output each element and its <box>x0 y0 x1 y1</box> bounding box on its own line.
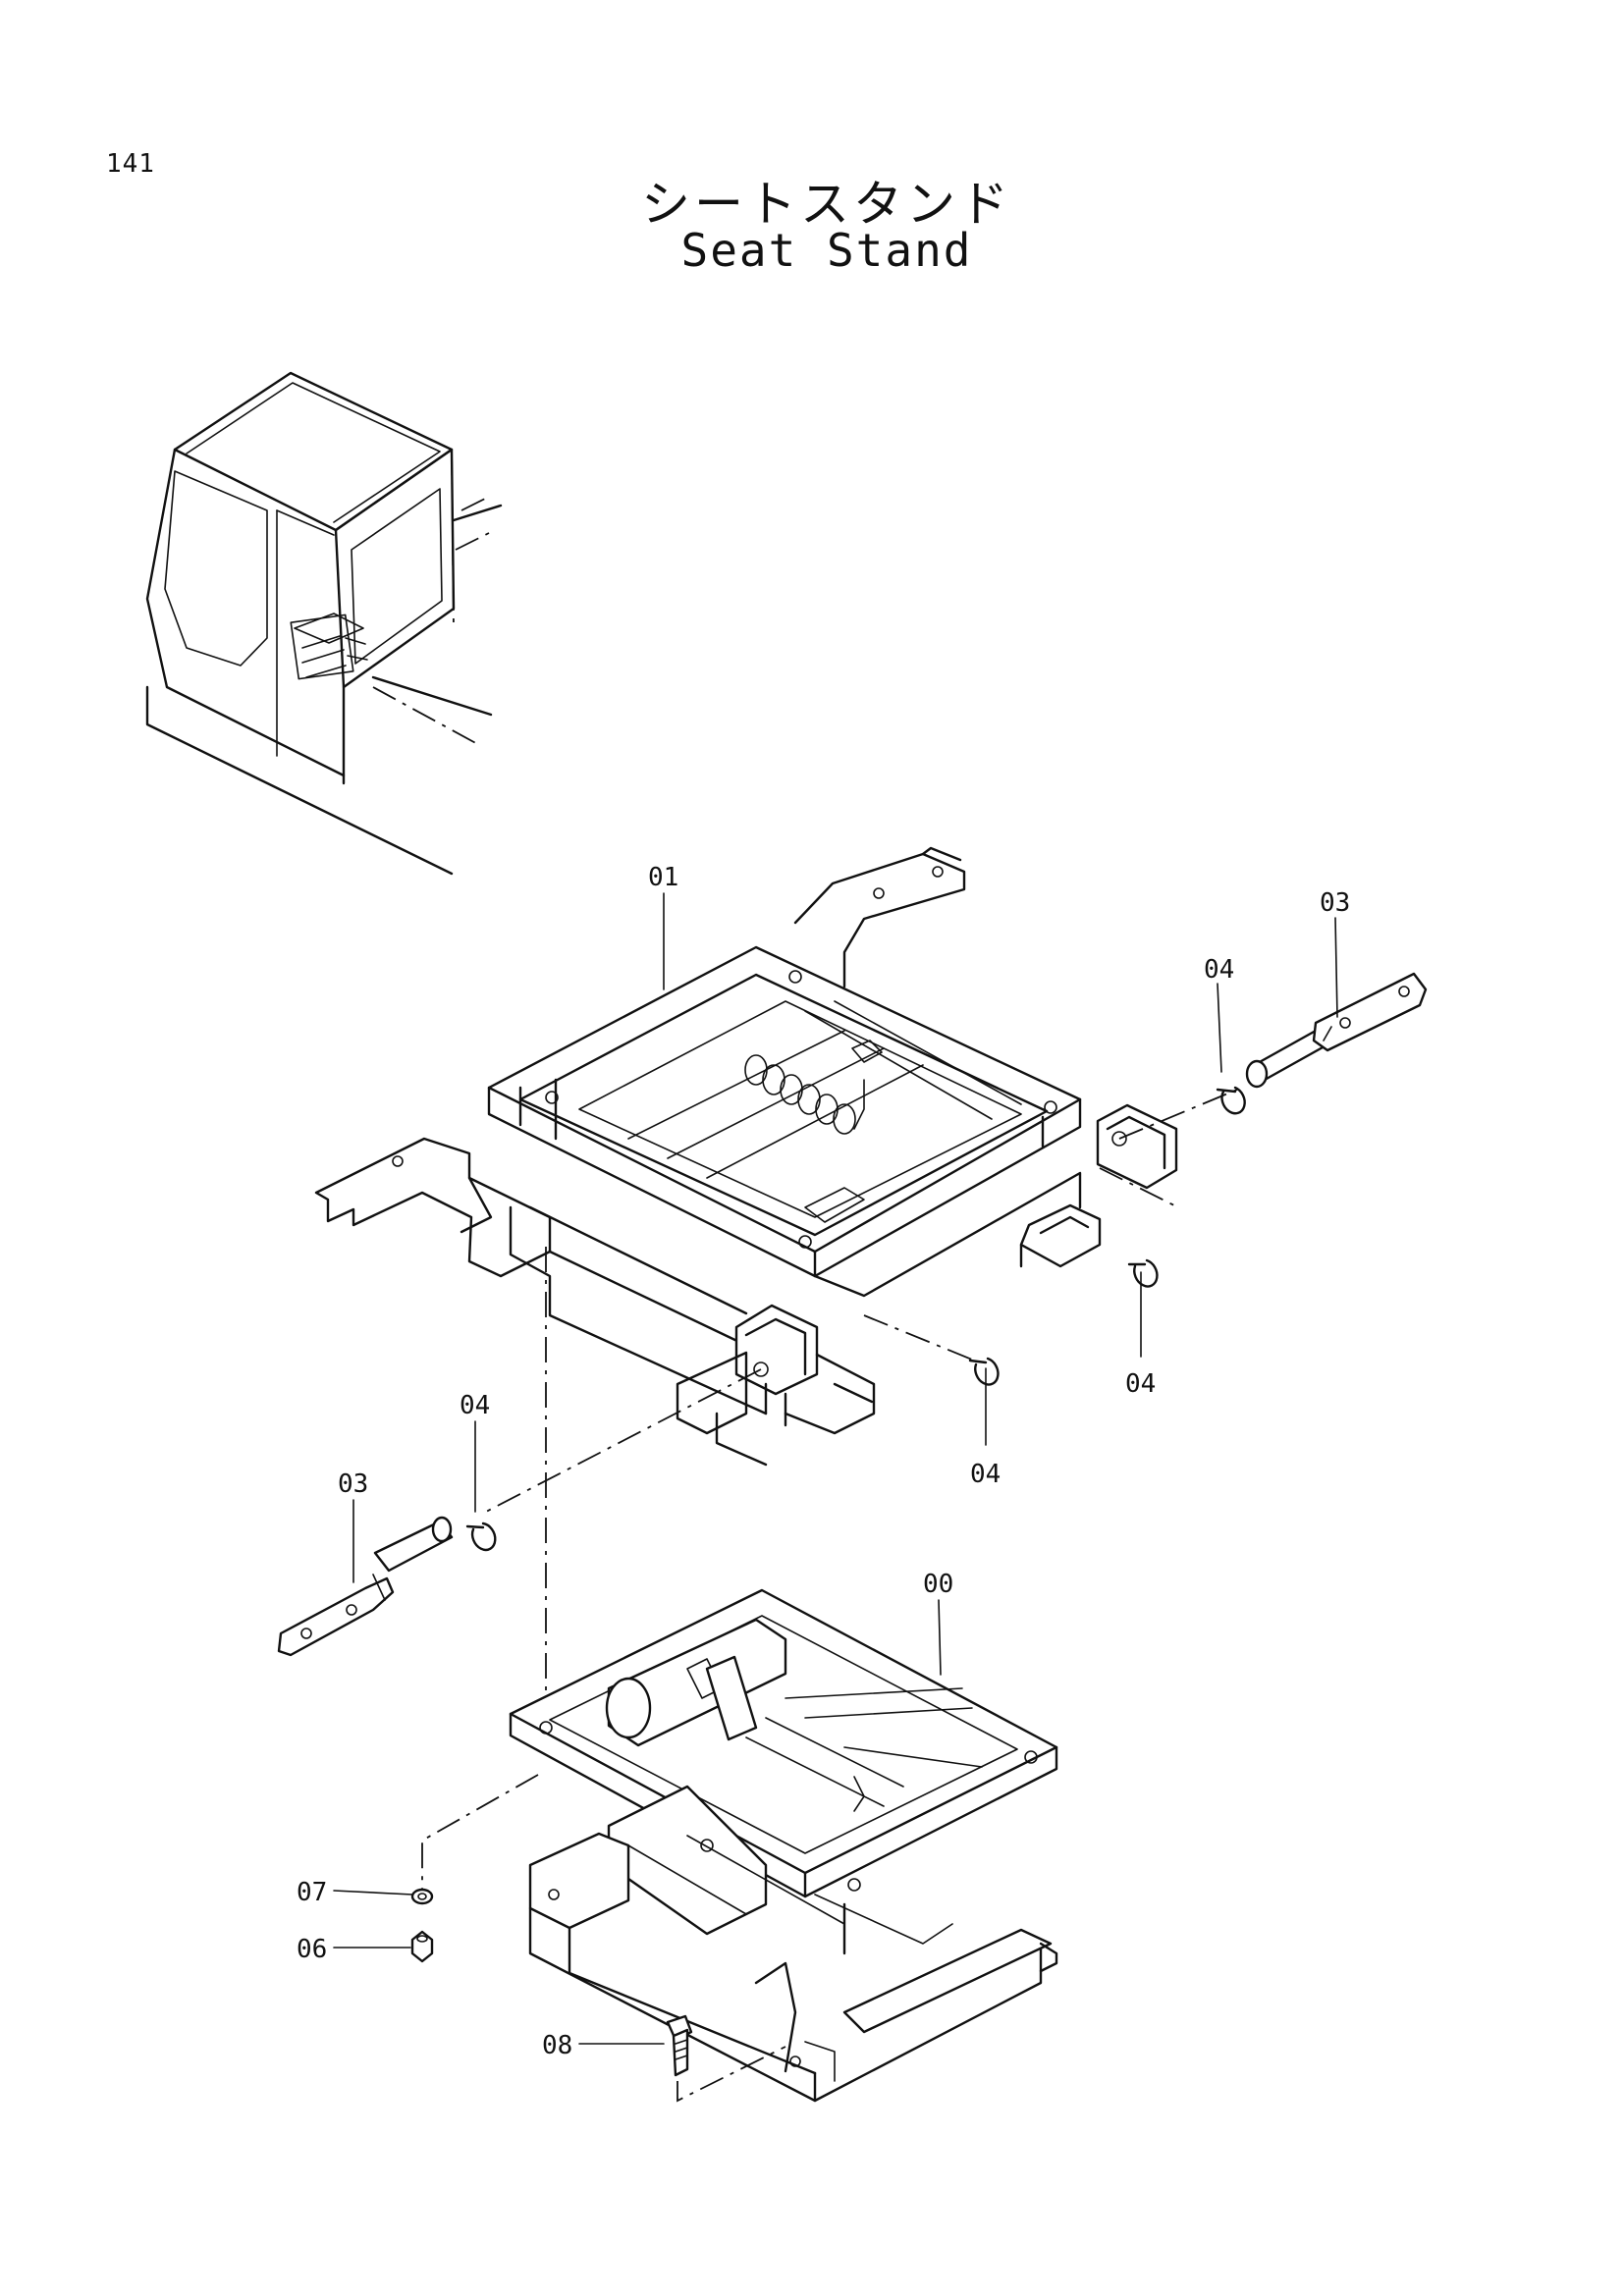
page-number: 141 <box>106 149 155 179</box>
part-08-bolt <box>666 2014 693 2077</box>
part-04-snap-rings <box>465 1086 1246 1552</box>
callout-04-right-top: 04 <box>1204 955 1234 985</box>
part-03-right-pin <box>1245 972 1428 1089</box>
spring <box>744 1054 865 1135</box>
axis-clip-right <box>1099 1167 1179 1208</box>
callout-07: 07 <box>297 1878 327 1907</box>
callout-03-left: 03 <box>338 1469 368 1499</box>
pin-axis-left <box>485 1368 762 1513</box>
part-01-upper-frame <box>314 846 1178 1467</box>
axis-clip-center <box>863 1314 973 1361</box>
washer-axis <box>421 1774 539 1895</box>
part-07-washer <box>410 1888 434 1905</box>
part-00-scissor-base <box>509 1588 1058 2103</box>
title-english: Seat Stand <box>680 224 973 277</box>
callout-06: 06 <box>297 1935 327 1964</box>
callout-01: 01 <box>648 863 678 892</box>
bolt-axis-08 <box>677 2046 786 2103</box>
callout-04-right-bottom: 04 <box>1125 1369 1156 1399</box>
callout-04-center: 04 <box>970 1460 1001 1489</box>
callout-labels: 01 03 04 04 04 04 03 00 07 06 08 <box>297 863 1350 2060</box>
callout-08: 08 <box>542 2031 572 2060</box>
cab-location-inset <box>145 371 503 876</box>
pin-axis-right <box>1118 1089 1238 1140</box>
title-japanese: シートスタンド <box>641 176 1012 233</box>
callout-03-right: 03 <box>1320 888 1350 918</box>
callout-04-left: 04 <box>460 1391 490 1420</box>
part-03-left-pin <box>277 1516 454 1657</box>
callout-00: 00 <box>923 1570 953 1599</box>
part-06-nut <box>410 1930 434 1963</box>
callout-leaders <box>333 892 1338 2045</box>
